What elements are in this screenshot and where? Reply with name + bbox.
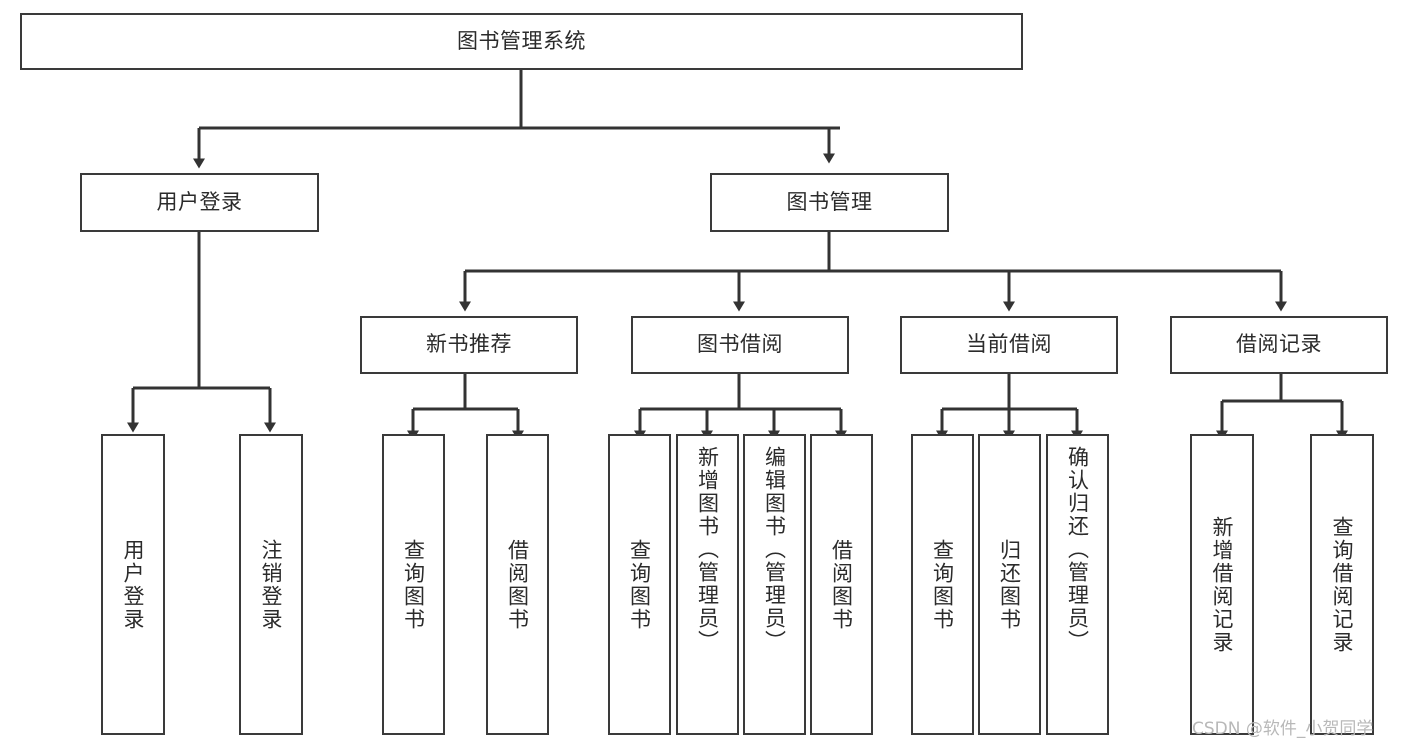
node-book-manage[interactable]: 图书管理 xyxy=(710,173,949,232)
node-root-label: 图书管理系统 xyxy=(457,28,586,53)
node-leaf-confirm-return[interactable]: 确认归还（管理员） xyxy=(1046,434,1109,735)
node-new-book-rec-label: 新书推荐 xyxy=(426,332,512,357)
node-leaf-return-book-label: 归还图书 xyxy=(997,538,1022,631)
node-root[interactable]: 图书管理系统 xyxy=(20,13,1023,70)
node-current-borrow-label: 当前借阅 xyxy=(966,332,1052,357)
node-book-manage-label: 图书管理 xyxy=(786,189,873,214)
node-leaf-user-login[interactable]: 用户登录 xyxy=(101,434,165,735)
node-leaf-edit-book-label: 编辑图书（管理员） xyxy=(762,446,787,653)
node-leaf-query-record[interactable]: 查询借阅记录 xyxy=(1310,434,1374,735)
node-leaf-query-book-3-label: 查询图书 xyxy=(930,538,955,631)
node-user-login-label: 用户登录 xyxy=(156,189,243,214)
node-leaf-add-record[interactable]: 新增借阅记录 xyxy=(1190,434,1254,735)
node-new-book-rec[interactable]: 新书推荐 xyxy=(360,316,578,374)
node-leaf-edit-book[interactable]: 编辑图书（管理员） xyxy=(743,434,806,735)
node-borrow-record-label: 借阅记录 xyxy=(1236,332,1322,357)
node-book-borrow-label: 图书借阅 xyxy=(697,332,783,357)
node-leaf-user-logout-label: 注销登录 xyxy=(259,538,284,631)
node-leaf-user-login-label: 用户登录 xyxy=(121,538,146,631)
node-book-borrow[interactable]: 图书借阅 xyxy=(631,316,849,374)
node-leaf-borrow-book-2[interactable]: 借阅图书 xyxy=(810,434,873,735)
node-leaf-query-book-1[interactable]: 查询图书 xyxy=(382,434,445,735)
node-leaf-add-book-label: 新增图书（管理员） xyxy=(695,446,720,653)
node-leaf-query-record-label: 查询借阅记录 xyxy=(1330,515,1355,654)
node-leaf-query-book-2[interactable]: 查询图书 xyxy=(608,434,671,735)
node-leaf-add-book[interactable]: 新增图书（管理员） xyxy=(676,434,739,735)
watermark: CSDN @软件_小贺同学 xyxy=(1192,719,1374,739)
node-leaf-query-book-2-label: 查询图书 xyxy=(627,538,652,631)
node-borrow-record[interactable]: 借阅记录 xyxy=(1170,316,1388,374)
node-leaf-query-book-1-label: 查询图书 xyxy=(401,538,426,631)
node-leaf-query-book-3[interactable]: 查询图书 xyxy=(911,434,974,735)
node-leaf-borrow-book-1-label: 借阅图书 xyxy=(505,538,530,631)
node-leaf-add-record-label: 新增借阅记录 xyxy=(1210,515,1235,654)
node-leaf-confirm-return-label: 确认归还（管理员） xyxy=(1065,446,1090,653)
node-current-borrow[interactable]: 当前借阅 xyxy=(900,316,1118,374)
node-leaf-return-book[interactable]: 归还图书 xyxy=(978,434,1041,735)
node-user-login[interactable]: 用户登录 xyxy=(80,173,319,232)
node-leaf-borrow-book-2-label: 借阅图书 xyxy=(829,538,854,631)
node-leaf-user-logout[interactable]: 注销登录 xyxy=(239,434,303,735)
node-leaf-borrow-book-1[interactable]: 借阅图书 xyxy=(486,434,549,735)
